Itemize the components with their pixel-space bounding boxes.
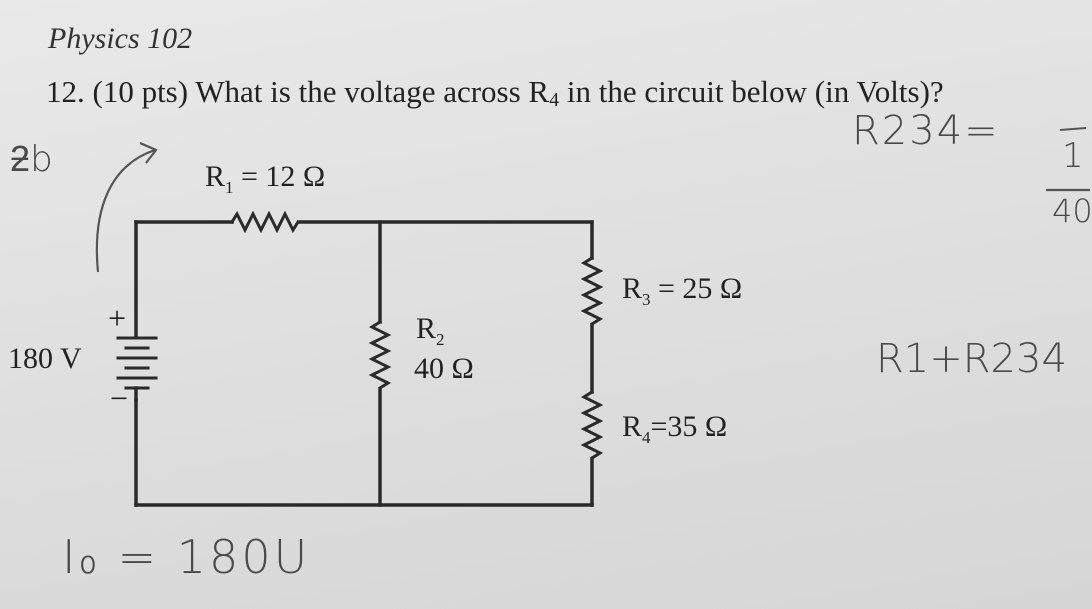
handwritten-note-top-left: ƻb <box>10 139 53 180</box>
r3-subscript: 3 <box>642 290 651 309</box>
source-plus-sign: + <box>108 300 127 336</box>
resistor-r3-symbol <box>580 255 604 327</box>
handwritten-arrow <box>95 141 158 273</box>
r4-subscript: 4 <box>642 428 651 447</box>
source-voltage-label: 180 V <box>8 342 82 375</box>
question-points: (10 pts) <box>92 74 189 109</box>
question-text: 12. (10 pts) What is the voltage across … <box>46 74 944 112</box>
resistor-r2-symbol <box>368 319 392 391</box>
r4-name: R <box>622 410 643 443</box>
r4-value: =35 Ω <box>650 410 728 443</box>
battery-symbol <box>116 336 158 390</box>
r4-label: R4=35 Ω <box>622 410 727 448</box>
r2-subscript: 2 <box>436 330 445 349</box>
resistor-r4-symbol <box>580 389 604 461</box>
r1-label: R1 = 12 Ω <box>205 160 325 198</box>
r3-name: R <box>622 272 643 305</box>
r3-value: = 25 Ω <box>650 272 743 305</box>
handwritten-r234: R234= <box>852 108 1000 154</box>
question-body: What is the voltage across R <box>195 74 550 109</box>
question-subscript: 4 <box>549 89 560 111</box>
question-number: 12. <box>46 74 85 109</box>
r2-value: 40 Ω <box>414 352 474 385</box>
course-title: Physics 102 <box>48 22 193 55</box>
handwritten-one-cap <box>1059 127 1087 131</box>
handwritten-fraction-denominator: 40 <box>1052 192 1092 230</box>
handwritten-r1-plus-r234: R1+R234 <box>876 336 1067 382</box>
r3-label: R3 = 25 Ω <box>622 272 742 310</box>
source-minus-sign: − <box>110 380 129 416</box>
r1-name: R <box>205 160 226 193</box>
r1-value: = 12 Ω <box>233 160 326 193</box>
resistor-r1-symbol <box>229 210 301 234</box>
r2-label: R2 <box>416 312 445 350</box>
r1-subscript: 1 <box>225 178 234 197</box>
r2-name: R <box>416 312 437 345</box>
handwritten-fraction-numerator: 1 <box>1062 136 1084 176</box>
handwritten-current: I₀ = 180U <box>62 530 311 584</box>
question-body-end: in the circuit below (in Volts)? <box>559 74 944 109</box>
